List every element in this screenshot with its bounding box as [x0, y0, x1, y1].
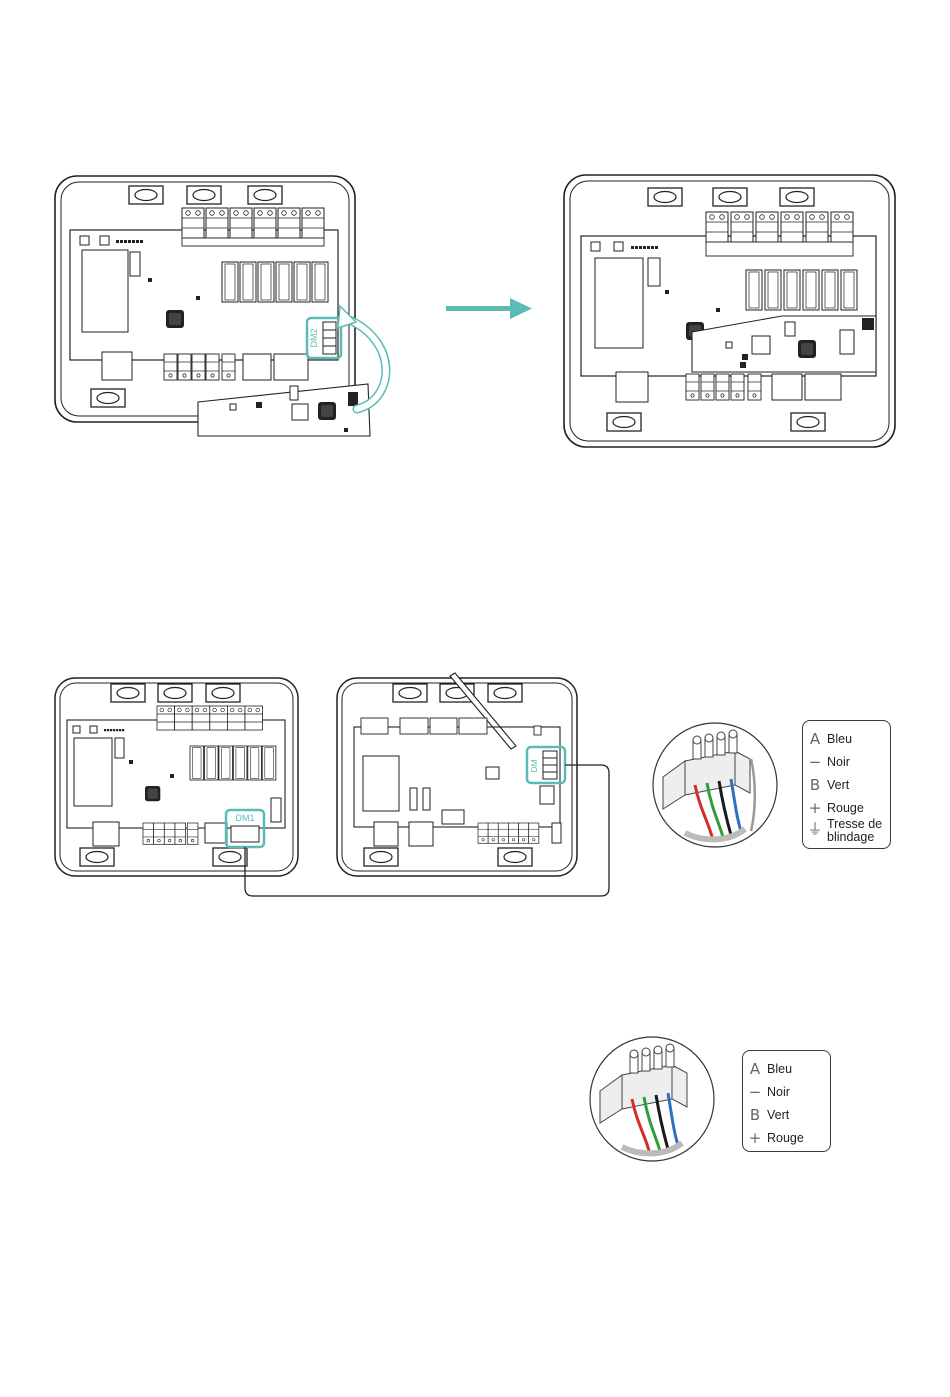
letter-a-icon: A	[803, 730, 827, 748]
wire-color-legend-full: A Bleu − Noir B Vert + Rouge ⏚ Tresse de…	[802, 720, 891, 849]
board-main-bottom-left: DM1	[55, 678, 298, 876]
wire-color-legend-short: A Bleu − Noir B Vert + Rouge	[742, 1050, 831, 1152]
board-main-top-left: DM2	[55, 176, 386, 436]
connector-plug-short	[590, 1037, 714, 1161]
legend-row-plus: + Rouge	[803, 799, 864, 817]
dm-label: DM	[529, 759, 539, 772]
plus-icon: +	[743, 1129, 767, 1147]
legend-row-ground: ⏚ Tresse de blindage	[803, 818, 889, 844]
board-gateway-bottom-middle: DM	[337, 673, 577, 876]
letter-a-icon: A	[743, 1060, 767, 1078]
transition-arrow	[446, 298, 532, 319]
legend-row-minus: − Noir	[743, 1083, 790, 1101]
legend-row-a: A Bleu	[743, 1060, 792, 1078]
minus-icon: −	[803, 753, 827, 771]
legend-row-minus: − Noir	[803, 753, 850, 771]
ground-icon: ⏚	[803, 818, 827, 839]
legend-row-a: A Bleu	[803, 730, 852, 748]
connector-plug-full	[653, 723, 777, 847]
letter-b-icon: B	[803, 776, 827, 794]
dm2-label: DM2	[309, 328, 319, 347]
plus-icon: +	[803, 799, 827, 817]
board-main-top-right	[564, 175, 895, 447]
legend-row-plus: + Rouge	[743, 1129, 804, 1147]
minus-icon: −	[743, 1083, 767, 1101]
letter-b-icon: B	[743, 1106, 767, 1124]
legend-row-b: B Vert	[803, 776, 849, 794]
legend-row-b: B Vert	[743, 1106, 789, 1124]
dm1-label: DM1	[235, 813, 254, 823]
